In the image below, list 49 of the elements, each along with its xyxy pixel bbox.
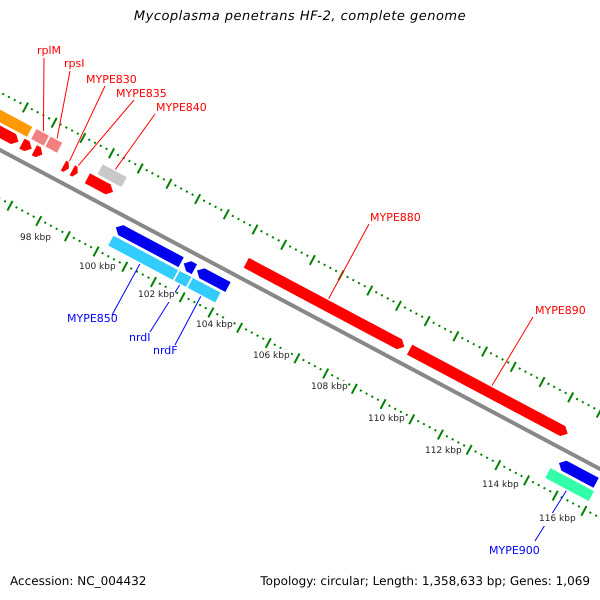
gene-label: MYPE835 — [116, 87, 167, 100]
scale-label: 112 kbp — [425, 445, 462, 458]
leader-line — [112, 264, 140, 316]
gene-label: MYPE880 — [370, 211, 421, 224]
gene-feature — [30, 144, 44, 158]
gene-feature — [60, 160, 70, 173]
scale-label: 108 kbp — [311, 381, 348, 394]
scale-label: 98 kbp — [20, 232, 51, 245]
gene-label: nrdF — [153, 344, 178, 357]
scale-label: 116 kbp — [539, 513, 576, 526]
gene-label: nrdI — [129, 331, 151, 344]
leader-line — [174, 296, 202, 346]
gene-feature — [84, 172, 114, 196]
leader-line — [78, 100, 134, 166]
gene-feature — [30, 128, 50, 147]
gene-label: MYPE830 — [86, 73, 137, 86]
gene-feature — [186, 276, 222, 304]
gene-feature — [173, 270, 192, 288]
gene-label: rplM — [37, 44, 62, 57]
gene-feature — [44, 136, 64, 154]
scale-label: 100 kbp — [79, 261, 116, 274]
gene-feature — [182, 260, 198, 276]
scale-label: 110 kbp — [368, 413, 405, 426]
leader-line — [69, 86, 106, 162]
gene-label: MYPE900 — [489, 544, 540, 557]
gene-feature — [96, 163, 128, 188]
gene-feature — [242, 256, 406, 350]
map-title: Mycoplasma penetrans HF-2, complete genome — [132, 10, 468, 23]
gene-feature — [68, 164, 78, 178]
gene-label: MYPE840 — [156, 101, 207, 114]
gene-feature — [406, 344, 569, 437]
scale-label: 102 kbp — [138, 289, 175, 302]
gene-label: MYPE850 — [67, 312, 118, 325]
gene-feature — [544, 466, 596, 502]
leader-line — [114, 114, 156, 170]
gene-feature — [114, 224, 185, 268]
scale-label: 114 kbp — [482, 479, 519, 492]
gene-feature — [558, 460, 600, 489]
scale-label: 104 kbp — [196, 319, 233, 332]
leader-line — [492, 316, 534, 386]
leader-line — [56, 70, 70, 139]
footer-text: Accession: NC_004432 — [10, 575, 146, 588]
footer-text: Topology: circular; Length: 1,358,633 bp; Genes: 1,069 — [260, 575, 590, 588]
leader-line — [42, 58, 44, 132]
gene-feature — [196, 267, 232, 294]
gene-label: rpsI — [64, 57, 84, 70]
scale-label: 106 kbp — [253, 350, 290, 363]
gene-label: MYPE890 — [535, 304, 586, 317]
leader-line — [328, 224, 370, 300]
